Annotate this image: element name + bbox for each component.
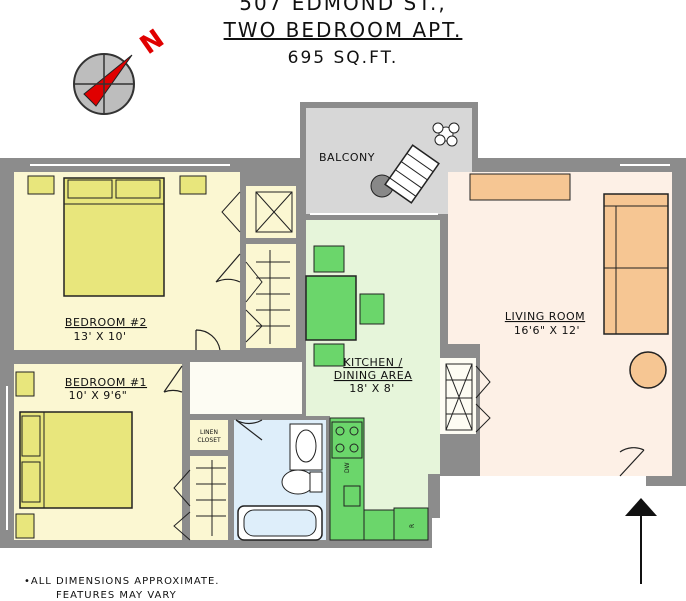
bedroom-1-label: BEDROOM #1 — [65, 376, 147, 389]
kitchen-sink — [343, 485, 361, 507]
bedroom-1-closet-shelves — [173, 460, 226, 541]
dining-table — [305, 275, 357, 341]
entry-closet-shelves — [445, 363, 491, 433]
bedroom-1-nightstand-top — [15, 371, 35, 397]
disclaimer-line-1: •ALL DIMENSIONS APPROXIMATE. — [24, 576, 220, 587]
bedroom-2-dims: 13' X 10' — [73, 330, 126, 343]
bedroom-1-closet — [190, 456, 228, 540]
bedroom-1-nightstand-bottom — [15, 513, 35, 539]
area-title: 695 SQ.FT. — [287, 48, 399, 68]
kitchen-dims: 18' X 8' — [349, 382, 395, 395]
hallway — [190, 362, 302, 414]
balcony-lounge-chair — [384, 144, 440, 204]
bathroom-sink — [295, 429, 317, 463]
ensuite-shower — [221, 191, 293, 233]
unit-type-title: TWO BEDROOM APT. — [223, 18, 463, 42]
ensuite-closet — [246, 186, 296, 238]
balcony-plant — [432, 122, 460, 147]
dishwasher-label: DW — [344, 462, 351, 473]
compass-north-label: N — [135, 24, 170, 61]
dining-chair-right — [359, 293, 385, 325]
refrigerator-label: R — [409, 524, 416, 528]
compass-rose: N — [73, 24, 170, 115]
bedroom-2-closet-shelves — [245, 250, 290, 344]
living-room-dims: 16'6" X 12' — [514, 324, 580, 337]
linen-closet — [190, 420, 228, 450]
entry-closet — [440, 358, 476, 434]
bedroom-2-closet — [246, 244, 296, 348]
toilet — [281, 469, 315, 495]
stove — [331, 421, 363, 459]
linen-closet-label-line2: CLOSET — [197, 437, 221, 444]
refrigerator — [393, 507, 429, 541]
bedroom-2-nightstand-left — [27, 175, 55, 195]
door-swings — [163, 253, 645, 477]
living-room-label: LIVING ROOM — [505, 310, 585, 323]
bedroom-1-dims: 10' X 9'6" — [69, 389, 128, 402]
bedroom-2-label: BEDROOM #2 — [65, 316, 147, 329]
side-table — [629, 351, 667, 389]
living-room-console — [469, 173, 571, 201]
kitchen-counter-bottom — [363, 509, 395, 541]
bedroom-2-nightstand-right — [179, 175, 207, 195]
dining-chair-top — [313, 245, 345, 273]
kitchen-label-line2: DINING AREA — [334, 369, 413, 382]
linen-closet-label-line1: LINEN — [200, 429, 218, 436]
disclaimer-line-2: FEATURES MAY VARY — [56, 590, 177, 601]
balcony-area — [306, 108, 472, 214]
sofa — [603, 193, 669, 335]
entry-arrow — [625, 498, 657, 584]
kitchen-label-line1: KITCHEN / — [343, 356, 402, 369]
dining-chair-bottom — [313, 343, 345, 367]
address-title: 507 EDMOND ST., — [239, 0, 447, 15]
balcony-label: BALCONY — [319, 151, 375, 164]
